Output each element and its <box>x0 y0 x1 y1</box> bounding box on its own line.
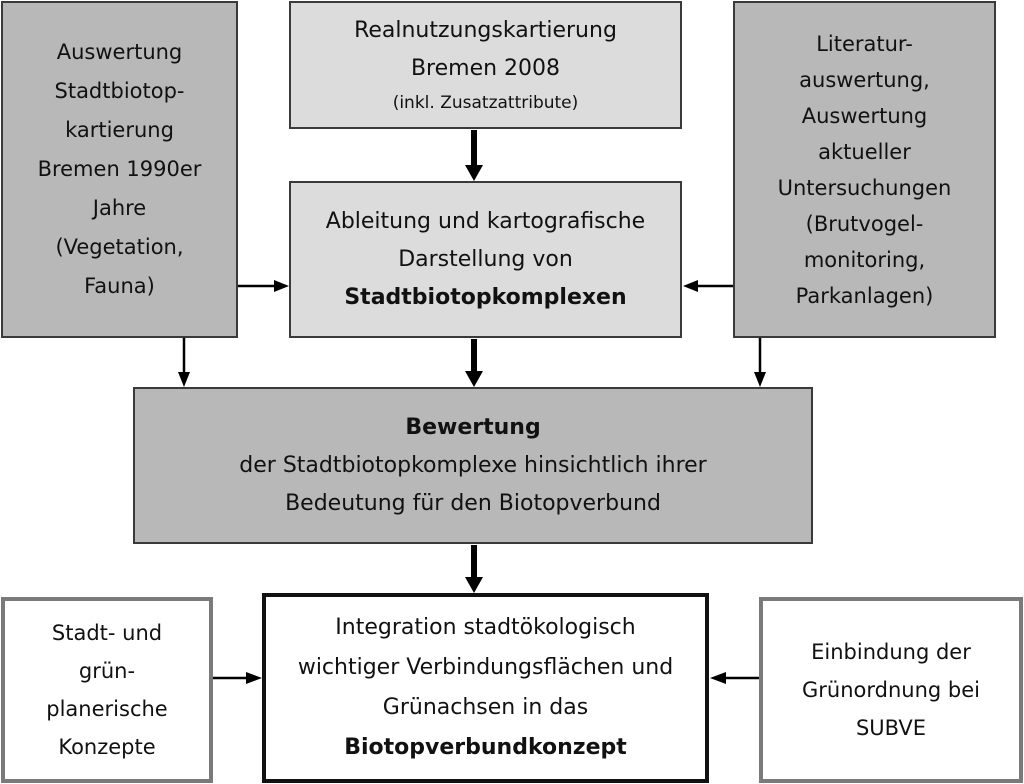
arrow-left-to-center <box>238 280 289 292</box>
box-line: Parkanlagen) <box>795 283 934 308</box>
box-line-bold: Biotopverbundkonzept <box>344 735 627 760</box>
box-line: kartierung <box>65 118 174 142</box>
box-line: Auswertung <box>801 103 928 128</box>
thick-arrow-top <box>465 130 483 181</box>
box-gruenordnung-subve: Einbindung der Grünordnung bei SUBVE <box>759 597 1023 783</box>
box-line: auswertung, <box>799 67 930 92</box>
box-line: Fauna) <box>84 274 155 298</box>
box-biotopverbundkonzept: Integration stadtökologisch wichtiger Ve… <box>262 593 709 783</box>
box-line: grün- <box>78 659 136 683</box>
box-planerische-konzepte: Stadt- und grün- planerische Konzepte <box>1 597 213 783</box>
box-line: Grünachsen in das <box>382 695 589 720</box>
box-line: Bedeutung für den Biotopverbund <box>285 490 661 516</box>
arrow-bottomleft-to-center <box>213 672 262 684</box>
box-stadtbiotopkomplexe: Ableitung und kartografische Darstellung… <box>289 181 682 338</box>
box-line: (Vegetation, <box>55 235 184 259</box>
box-line: Realnutzungskartierung <box>354 18 617 43</box>
box-line-bold: Stadtbiotopkomplexen <box>344 284 627 310</box>
box-line: Darstellung von <box>398 246 573 272</box>
box-line: Literatur- <box>816 31 913 56</box>
box-line-bold: Bewertung <box>405 414 541 440</box>
box-line: der Stadtbiotopkomplexe hinsichtlich ihr… <box>239 452 707 478</box>
arrow-right-to-assessment <box>754 338 766 387</box>
arrow-bottomright-to-center <box>710 672 759 684</box>
box-line: Jahre <box>92 196 147 220</box>
box-line: Stadt- und <box>51 621 163 645</box>
box-line: Auswertung <box>56 40 183 64</box>
box-line: planerische <box>46 697 168 721</box>
box-line: Untersuchungen <box>777 175 952 200</box>
arrow-left-to-assessment <box>178 338 190 387</box>
box-line: monitoring, <box>803 247 926 272</box>
box-realnutzungskartierung: Realnutzungskartierung Bremen 2008 (inkl… <box>289 1 682 129</box>
thick-arrow-bottom <box>465 545 483 593</box>
box-line: Integration stadtökologisch <box>335 615 636 640</box>
box-line: Ableitung und kartografische <box>325 208 646 234</box>
thick-arrow-mid <box>465 339 483 387</box>
box-line: Einbindung der <box>811 640 971 664</box>
box-literaturauswertung: Literatur- auswertung, Auswertung aktuel… <box>733 1 996 338</box>
box-stadtbiotopkartierung: Auswertung Stadtbiotop- kartierung Breme… <box>1 1 238 338</box>
box-line: Stadtbiotop- <box>54 79 185 103</box>
box-line: Bremen 2008 <box>410 56 561 81</box>
box-line: aktueller <box>818 139 911 164</box>
box-line: wichtiger Verbindungsflächen und <box>297 655 674 680</box>
box-line: Grünordnung bei <box>802 678 980 702</box>
box-line: (Brutvogel- <box>805 211 924 236</box>
box-line: Konzepte <box>58 735 156 759</box>
box-line: SUBVE <box>855 716 927 740</box>
box-bewertung: Bewertung der Stadtbiotopkomplexe hinsic… <box>133 387 813 544</box>
arrow-right-to-center <box>683 280 733 292</box>
box-line: Bremen 1990er <box>37 157 202 181</box>
box-line: (inkl. Zusatzattribute) <box>392 93 579 113</box>
